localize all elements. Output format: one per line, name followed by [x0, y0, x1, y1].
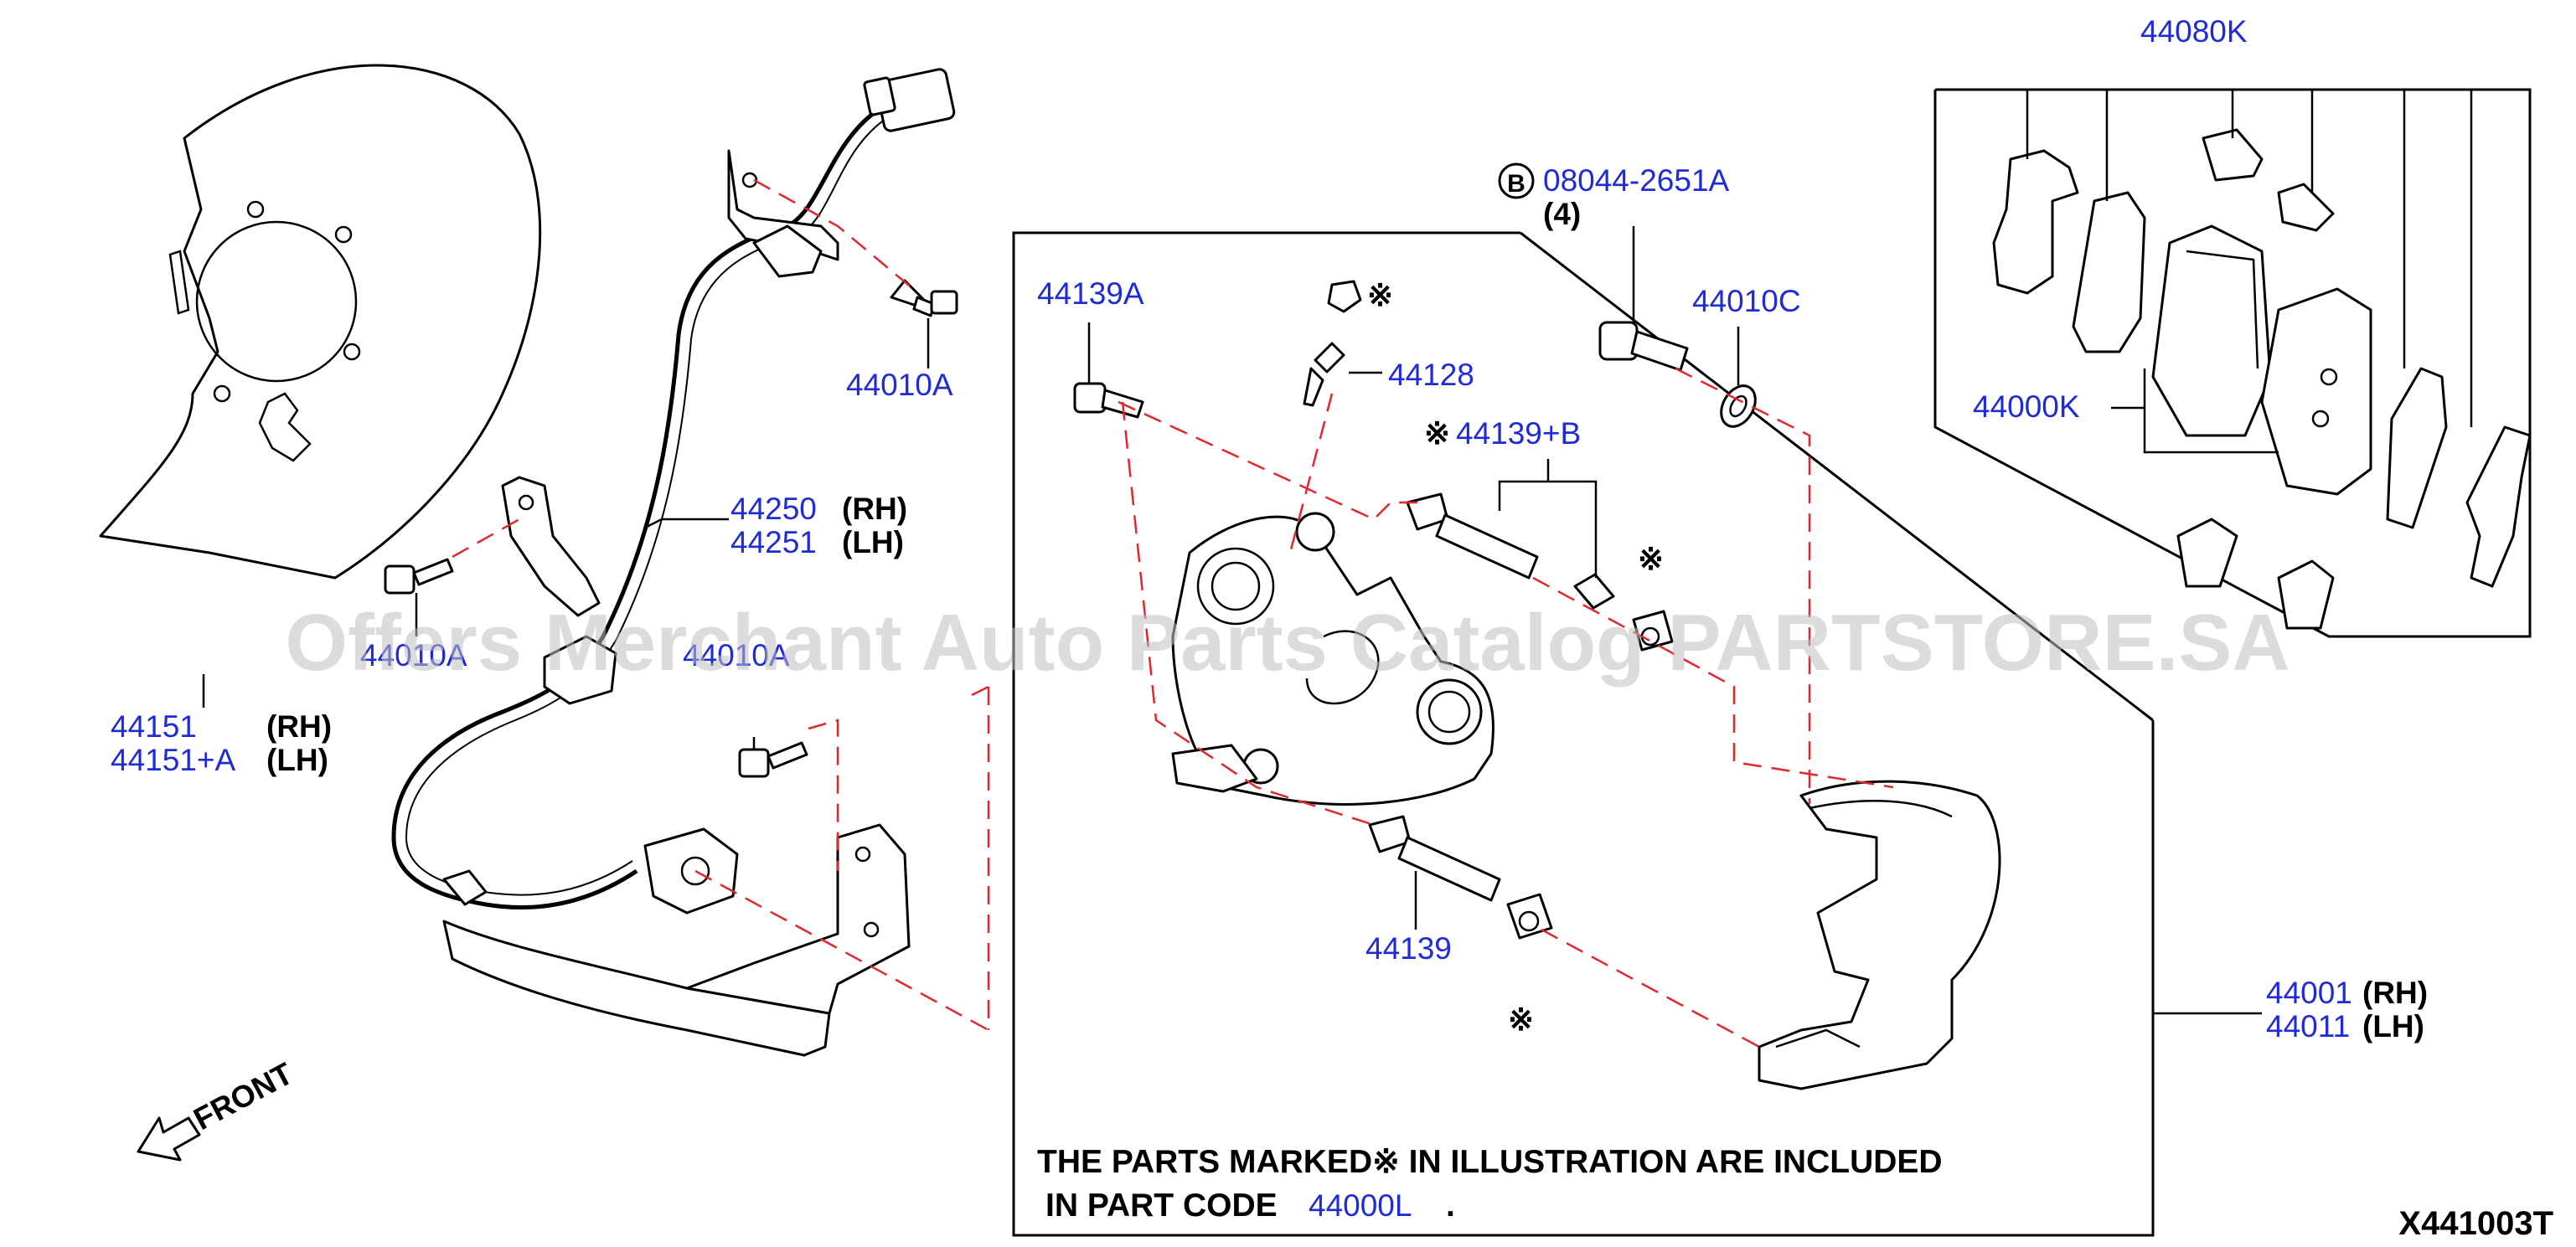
star-mark-44139B: ※ — [1424, 416, 1450, 451]
part-44128-label[interactable]: 44128 — [1388, 358, 1474, 392]
part-44080K-label[interactable]: 44080K — [2140, 14, 2248, 49]
part-44010A-top-label[interactable]: 44010A — [846, 368, 953, 402]
part-44250-side: (RH) — [842, 492, 907, 526]
caliper-group-frame — [1012, 231, 2155, 1237]
front-direction-arrow: FRONT — [137, 1056, 299, 1162]
part-08044-qty: (4) — [1543, 197, 1581, 231]
badge-b: B — [1498, 162, 1535, 199]
part-44151A-label[interactable]: 44151+A — [111, 743, 235, 777]
caliper-bracket-44001[interactable] — [1758, 780, 2262, 1090]
part-44139-label[interactable]: 44139 — [1365, 931, 1452, 966]
pad-kit-44080K[interactable] — [1992, 90, 2532, 630]
part-44139A-label[interactable]: 44139A — [1037, 276, 1144, 311]
part-44001-side: (RH) — [2362, 976, 2428, 1010]
watermark: Offers Merchant Auto Parts Catalog PARTS… — [285, 598, 2289, 688]
part-44251-side: (LH) — [842, 525, 904, 559]
alignment-lines — [452, 178, 1894, 1049]
note-line-2-suffix: . — [1446, 1188, 1455, 1224]
caliper-frame-diagonal — [1520, 231, 2154, 722]
part-44000K-label[interactable]: 44000K — [1973, 389, 2080, 424]
svg-text:B: B — [1507, 170, 1525, 198]
part-44001-label[interactable]: 44001 — [2266, 976, 2352, 1010]
star-mark-boot: ※ — [1638, 542, 1664, 576]
part-44251-label[interactable]: 44251 — [730, 525, 817, 559]
bolt-44010A-mid[interactable] — [384, 558, 454, 636]
part-44151-label[interactable]: 44151 — [111, 709, 197, 744]
note-line-1: THE PARTS MARKED※ IN ILLUSTRATION ARE IN… — [1037, 1144, 1943, 1180]
part-44139B-label[interactable]: 44139+B — [1456, 416, 1581, 451]
washer-44010C[interactable] — [1714, 327, 1762, 433]
bolt-08044-2651A[interactable] — [1598, 226, 1689, 372]
part-44010C-label[interactable]: 44010C — [1692, 284, 1801, 318]
note-part-44000L[interactable]: 44000L — [1309, 1188, 1412, 1223]
bolt-44139A[interactable] — [1073, 322, 1144, 419]
part-44010A-low-label[interactable]: 44010A — [683, 638, 790, 672]
part-44011-side: (LH) — [2362, 1009, 2424, 1043]
part-44250-label[interactable]: 44250 — [730, 492, 817, 526]
bolt-44010A-low[interactable] — [738, 737, 808, 778]
part-08044-2651A-label[interactable]: 08044-2651A — [1543, 163, 1730, 198]
star-mark-44139: ※ — [1508, 1002, 1534, 1037]
part-44010A-mid-label[interactable]: 44010A — [360, 638, 467, 672]
part-44011-label[interactable]: 44011 — [2266, 1009, 2350, 1043]
star-mark-bleeder: ※ — [1367, 278, 1393, 312]
note-line-2-prefix: IN PART CODE — [1045, 1188, 1278, 1224]
pad-kit-frame — [1933, 88, 2532, 638]
diagram-reference-code: X441003T — [2398, 1205, 2553, 1242]
front-label: FRONT — [188, 1056, 299, 1136]
bleeder-screw-44128[interactable] — [1303, 280, 1382, 407]
part-44151A-side: (LH) — [266, 743, 328, 777]
bolt-44010A-top[interactable] — [890, 279, 958, 368]
guide-pin-44139[interactable] — [1368, 815, 1553, 940]
backing-plate-44151[interactable] — [99, 64, 542, 708]
part-44151-side: (RH) — [266, 709, 332, 744]
guide-pin-44139B[interactable] — [1406, 459, 1674, 652]
caliper-body[interactable] — [1171, 512, 1494, 806]
abs-sensor-harness-44250[interactable] — [391, 68, 956, 1057]
